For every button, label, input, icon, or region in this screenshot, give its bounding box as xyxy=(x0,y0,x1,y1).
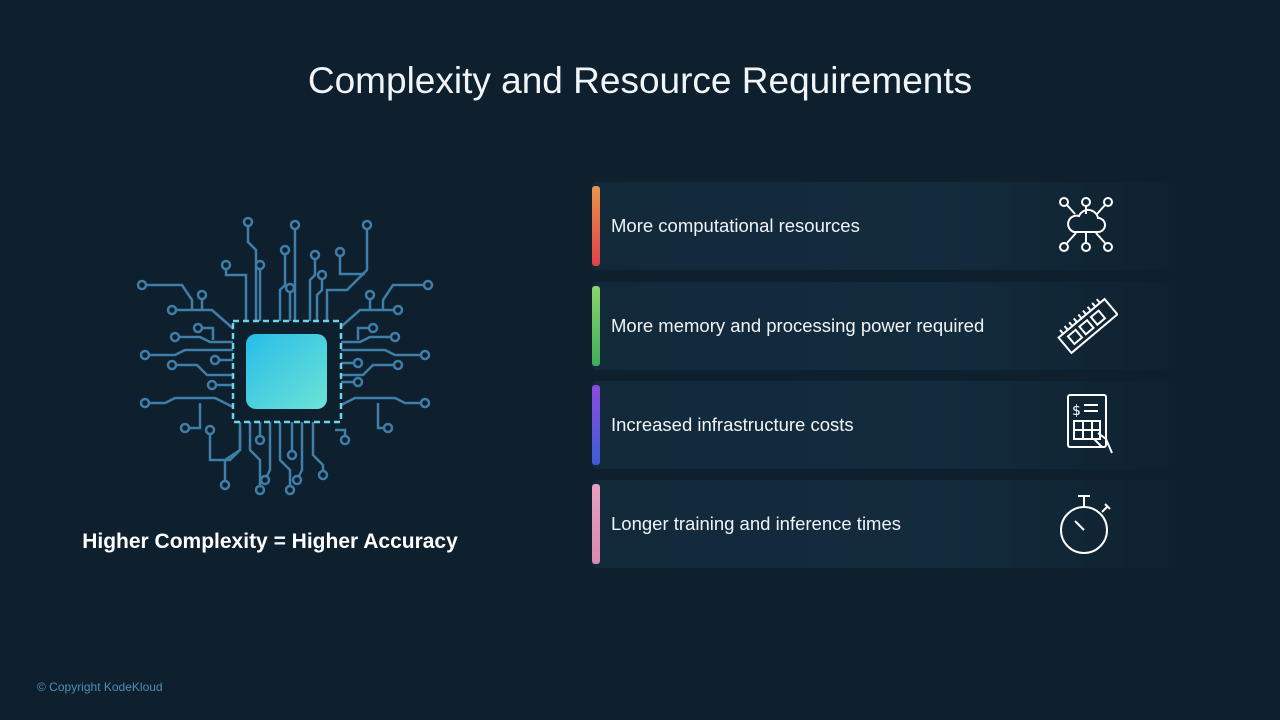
memory-module-icon xyxy=(1057,297,1118,355)
accent-bar xyxy=(592,286,600,366)
accent-bar xyxy=(592,186,600,266)
list-item-training-inference-times: Longer training and inference times xyxy=(592,480,1175,568)
list-item-computational-resources: More computational resources xyxy=(592,182,1175,270)
svg-text:$: $ xyxy=(1072,403,1081,419)
item-label: More computational resources xyxy=(611,215,860,236)
item-label: Increased infrastructure costs xyxy=(611,414,854,435)
cost-calculator-icon: $ xyxy=(1067,394,1113,454)
accent-bar xyxy=(592,385,600,465)
list-item-memory-processing: More memory and processing power require… xyxy=(592,282,1175,370)
accent-bar xyxy=(592,484,600,564)
item-label: Longer training and inference times xyxy=(611,513,902,534)
item-label: More memory and processing power require… xyxy=(611,315,985,336)
complexity-caption: Higher Complexity = Higher Accuracy xyxy=(82,530,458,553)
list-item-infrastructure-costs: Increased infrastructure costs $ xyxy=(592,381,1175,469)
stopwatch-icon xyxy=(1060,495,1111,554)
page-title: Complexity and Resource Requirements xyxy=(307,60,973,101)
cloud-network-icon xyxy=(1059,197,1113,252)
circuit-chip-illustration xyxy=(136,216,434,496)
copyright-notice: © Copyright KodeKloud xyxy=(37,680,163,694)
